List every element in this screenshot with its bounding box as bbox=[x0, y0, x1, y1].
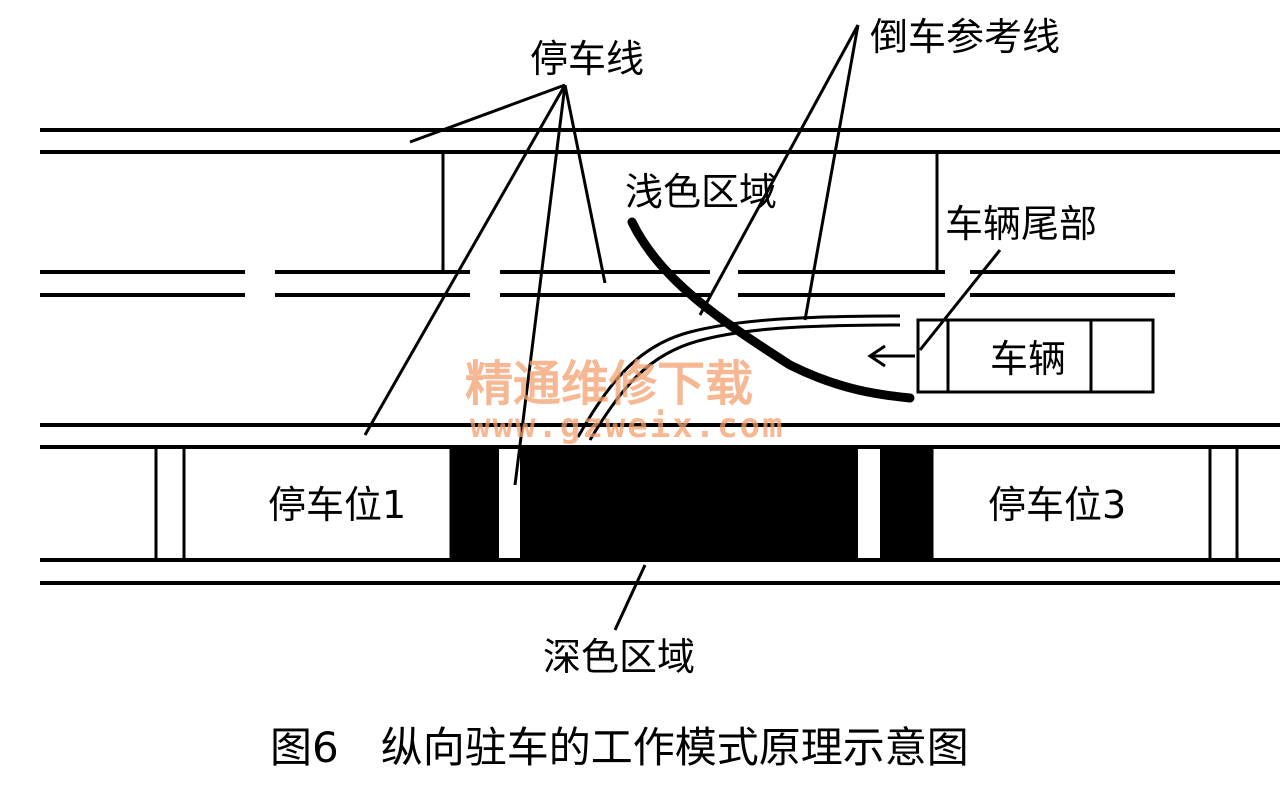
dark-area-blocks bbox=[451, 447, 932, 560]
middle-dashed-lines bbox=[40, 270, 1175, 297]
reverse-reference-curve bbox=[576, 314, 901, 441]
label-light-area: 浅色区域 bbox=[625, 170, 777, 214]
label-parking-spot-1: 停车位1 bbox=[268, 483, 406, 527]
label-dark-area: 深色区域 bbox=[543, 635, 695, 679]
direction-arrow bbox=[867, 344, 915, 368]
vehicle-trajectory-curve bbox=[627, 217, 915, 403]
vehicle-box bbox=[916, 318, 1155, 394]
label-parking-spot-3: 停车位3 bbox=[988, 483, 1126, 527]
label-vehicle: 车辆 bbox=[990, 337, 1066, 381]
spot-dividers bbox=[154, 447, 1239, 560]
stop-line-leaders bbox=[363, 83, 607, 486]
vehicle-rear-leader bbox=[918, 249, 1002, 351]
light-area-outline bbox=[441, 152, 939, 272]
watermark-url: www.gzweix.com bbox=[470, 406, 785, 446]
reverse-line-leaders bbox=[698, 24, 860, 321]
dark-area-leader bbox=[613, 564, 647, 631]
watermark-title: 精通维修下载 bbox=[465, 356, 753, 412]
spot-edges bbox=[449, 447, 934, 560]
label-vehicle-rear: 车辆尾部 bbox=[945, 202, 1097, 246]
label-stop-line: 停车线 bbox=[530, 37, 644, 81]
label-reverse-reference-line: 倒车参考线 bbox=[870, 15, 1060, 59]
figure-caption: 图6 纵向驻车的工作模式原理示意图 bbox=[270, 723, 969, 772]
top-road-lines bbox=[40, 128, 1280, 154]
